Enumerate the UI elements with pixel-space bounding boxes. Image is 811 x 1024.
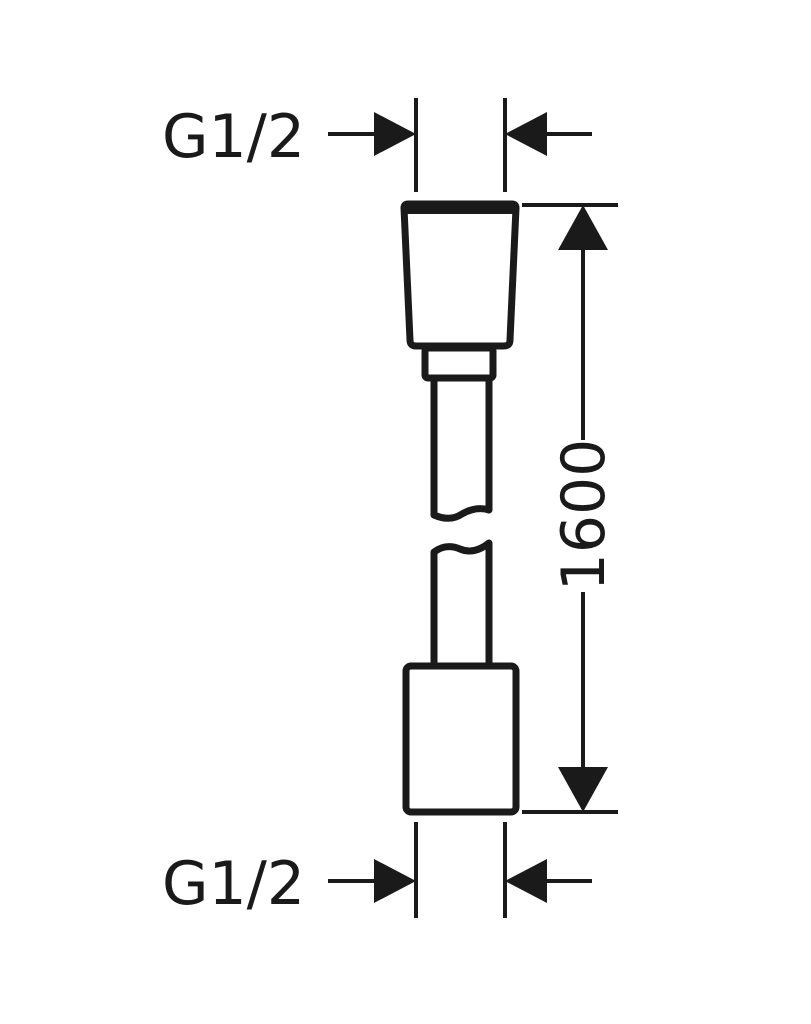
length-arrow-down	[558, 767, 608, 812]
top-ferrule	[421, 344, 497, 382]
top-arrow-left-pointing	[505, 112, 547, 156]
length-arrow-up	[558, 205, 608, 250]
top-nut	[400, 200, 520, 350]
hose-upper-segment	[430, 376, 493, 522]
bottom-thread-label: G1/2	[162, 849, 305, 919]
top-thread-label: G1/2	[162, 102, 305, 172]
top-thread-dimension	[328, 98, 592, 192]
top-connector	[400, 200, 520, 382]
bottom-arrow-left-pointing	[505, 859, 547, 903]
top-nut-cap-band	[406, 206, 514, 214]
bottom-thread-dimension	[328, 822, 592, 918]
bottom-connector	[402, 662, 520, 816]
length-label: 1600	[549, 439, 619, 592]
bottom-arrow-right-pointing	[374, 859, 416, 903]
hose	[430, 376, 493, 668]
hose-lower-segment	[430, 539, 493, 668]
top-arrow-right-pointing	[374, 112, 416, 156]
bottom-nut	[402, 662, 520, 816]
length-dimension	[522, 203, 618, 814]
